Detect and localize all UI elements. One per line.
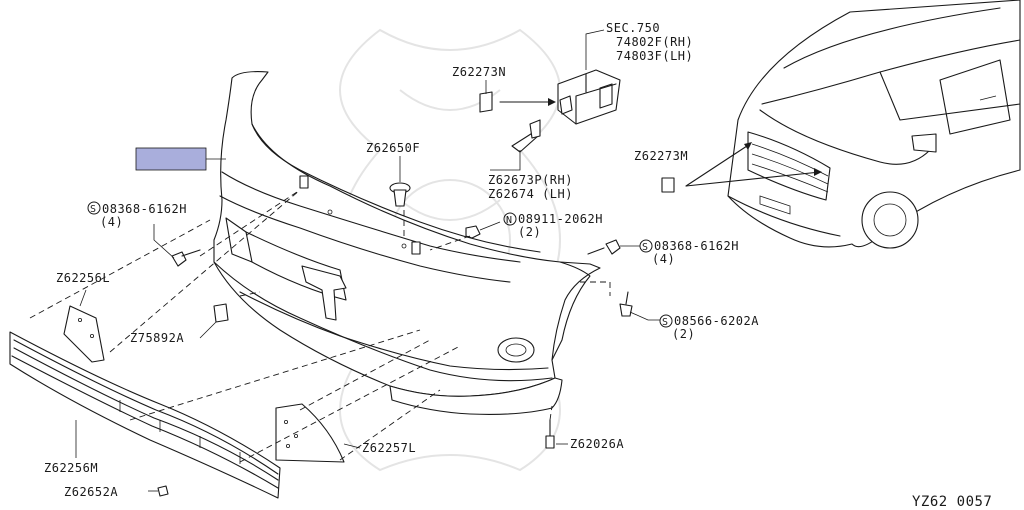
side-cover-z62257l: [275, 403, 361, 463]
label-z75892a: Z75892A: [130, 331, 184, 345]
label-screw-08566: 08566-6202A: [674, 314, 759, 328]
label-z62674: Z62674 (LH): [488, 187, 573, 201]
label-nut-08911-qty: (2): [518, 225, 541, 239]
svg-text:S: S: [90, 204, 97, 215]
circle-s-icon: S: [659, 314, 673, 328]
svg-text:S: S: [642, 242, 649, 253]
label-nut-08911: 08911-2062H: [518, 212, 603, 226]
screw-08566: [580, 281, 660, 321]
label-z62256m: Z62256M: [44, 461, 98, 475]
label-bolt-08368-a-qty: (4): [100, 215, 123, 229]
label-screw-08566-qty: (2): [672, 327, 695, 341]
label-74803f: 74803F(LH): [616, 49, 693, 63]
label-bolt-08368-a: 08368-6162H: [102, 202, 187, 216]
label-z62650f: Z62650F: [366, 141, 420, 155]
label-z62026a: Z62026A: [570, 437, 624, 451]
highlight-swatch: [135, 147, 207, 171]
bolt-z62026a: [545, 419, 568, 449]
svg-text:S: S: [662, 317, 669, 328]
label-z62273m: Z62273M: [634, 149, 688, 163]
assembly-lines: [29, 189, 553, 463]
circle-n-icon: N: [503, 212, 517, 226]
vehicle-illustration: [661, 0, 1021, 249]
label-z62256l: Z62256L: [56, 271, 110, 285]
bolt-08368-left: [153, 224, 201, 267]
part-labels: SEC.750 74802F(RH) 74803F(LH) Z62273N Z6…: [44, 21, 992, 510]
diagram-code: YZ62 0057: [912, 494, 992, 510]
circle-s-icon: S: [639, 239, 653, 253]
label-z62652a: Z62652A: [64, 485, 118, 499]
circle-s-icon: S: [87, 201, 101, 215]
pad-z62273n: [479, 80, 556, 113]
front-bumper-cover: [213, 71, 601, 415]
side-cover-z62256l: [63, 289, 105, 363]
svg-text:N: N: [506, 215, 513, 226]
label-sec-750: SEC.750: [606, 21, 660, 35]
bolt-08368-right: [587, 239, 640, 255]
nut-z62652a: [148, 485, 169, 497]
label-bolt-08368-b: 08368-6162H: [654, 239, 739, 253]
side-bracket-part: [490, 119, 541, 171]
label-74802f: 74802F(RH): [616, 35, 693, 49]
clip-z62650f: [389, 156, 411, 207]
bumper-bracket-assembly: [557, 29, 621, 125]
nut-08911: [465, 221, 501, 239]
label-bolt-08368-b-qty: (4): [652, 252, 675, 266]
label-z62257l: Z62257L: [362, 441, 416, 455]
bracket-z75892a: [199, 303, 229, 339]
label-z62273n: Z62273N: [452, 65, 506, 79]
label-z62673p: Z62673P(RH): [488, 173, 573, 187]
